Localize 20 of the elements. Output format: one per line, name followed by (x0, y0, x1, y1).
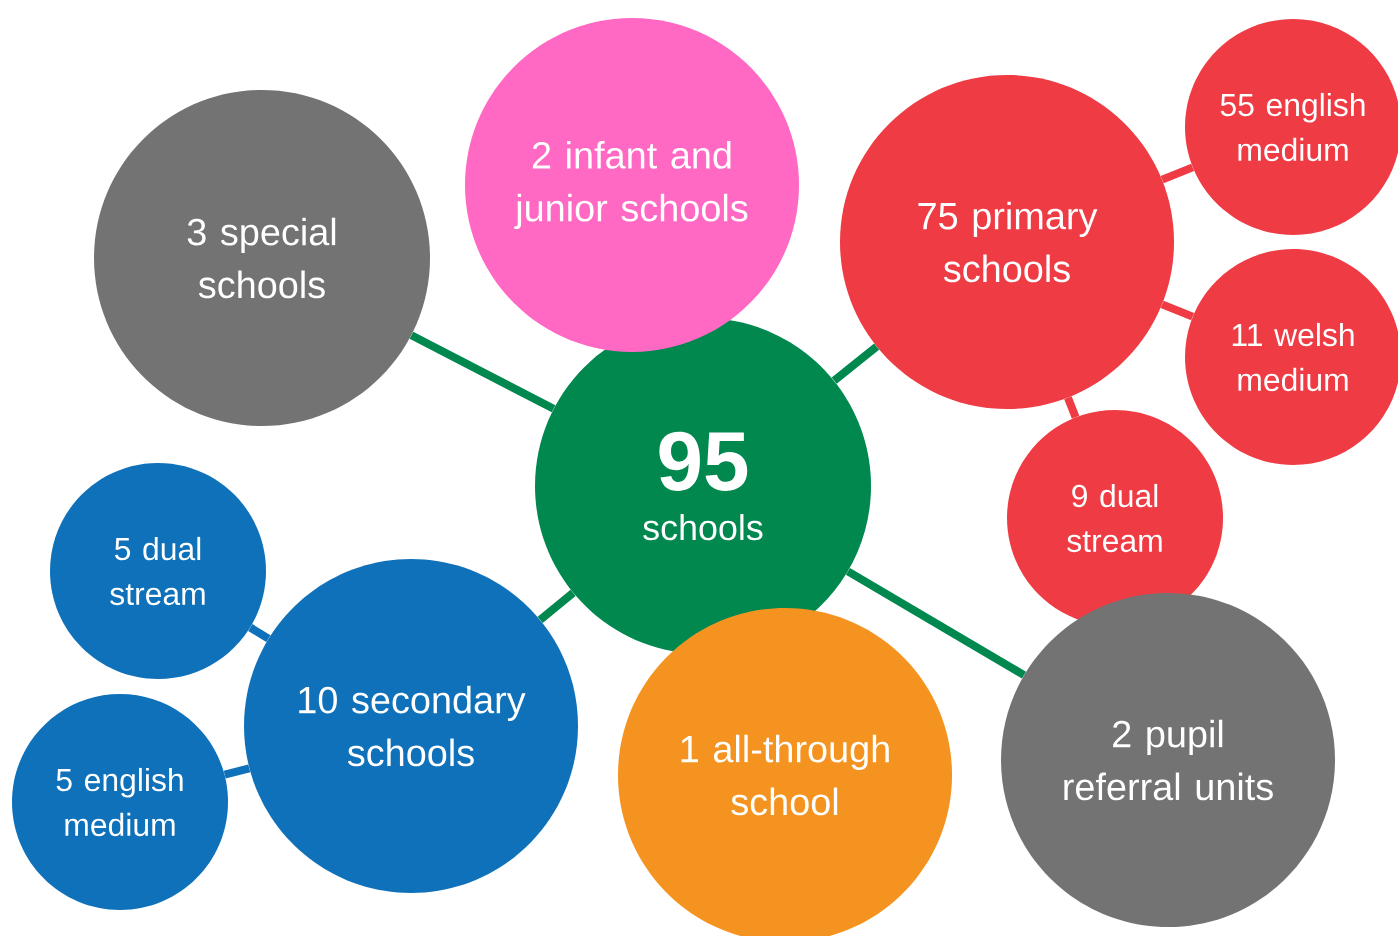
connector-line (537, 589, 576, 623)
bubble: 5 dual stream (50, 463, 266, 679)
bubble: 2 pupil referral units (1001, 593, 1335, 927)
connector-line (1160, 163, 1195, 184)
connector-line (223, 764, 251, 779)
connector-line (1064, 396, 1080, 419)
connector-line (845, 567, 1026, 679)
bubble: 9 dual stream (1007, 410, 1223, 626)
connector-line (248, 624, 271, 643)
bubble: 2 infant and junior schools (465, 18, 799, 352)
bubble: 3 special schools (94, 90, 430, 426)
connector-line (1160, 300, 1195, 321)
bubble: 55 english medium (1185, 19, 1398, 235)
bubble: 1 all-through school (618, 608, 952, 936)
bubble: 95 schools (535, 318, 871, 654)
connector-line (831, 343, 880, 384)
bubble: 11 welsh medium (1185, 249, 1398, 465)
bubble: 5 english medium (12, 694, 228, 910)
connector-line (409, 331, 556, 413)
bubble: 10 secondary schools (244, 559, 578, 893)
